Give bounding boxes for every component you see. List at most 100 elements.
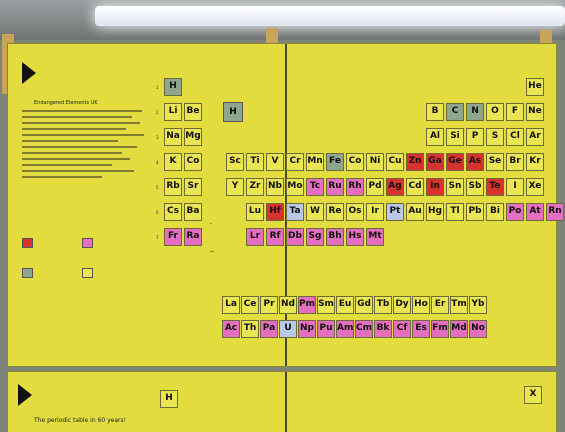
element-cl: Cl xyxy=(506,128,524,146)
period-number: 5 xyxy=(156,185,159,190)
element-sr: Sr xyxy=(184,178,202,196)
element-na: Na xyxy=(164,128,182,146)
actinide-cm: Cm xyxy=(355,320,373,338)
element-mo: Mo xyxy=(286,178,304,196)
element-sc: Sc xyxy=(226,153,244,171)
element-i: I xyxy=(506,178,524,196)
lower-poster xyxy=(8,372,556,432)
element-sb: Sb xyxy=(466,178,484,196)
lanthanide-sm: Sm xyxy=(317,296,335,314)
lanthanide-dy: Dy xyxy=(393,296,411,314)
element-c: C xyxy=(446,103,464,121)
element-te: Te xyxy=(486,178,504,196)
element-ni: Ni xyxy=(366,153,384,171)
element-pd: Pd xyxy=(366,178,384,196)
actinide-u: U xyxy=(279,320,297,338)
lanthanide-pr: Pr xyxy=(260,296,278,314)
element-in: In xyxy=(426,178,444,196)
element-pt: Pt xyxy=(386,203,404,221)
lanthanide-gd: Gd xyxy=(355,296,373,314)
element-ne: Ne xyxy=(526,103,544,121)
actinide-bk: Bk xyxy=(374,320,392,338)
element-cd: Cd xyxy=(406,178,424,196)
element-he: He xyxy=(526,78,544,96)
element-al: Al xyxy=(426,128,444,146)
lanthanide-pm: Pm xyxy=(298,296,316,314)
element-si: Si xyxy=(446,128,464,146)
legend-plentiful xyxy=(82,268,93,278)
lanthanide-la: La xyxy=(222,296,240,314)
lower-poster-title: The periodic table in 60 years! xyxy=(34,417,126,424)
element-mt: Mt xyxy=(366,228,384,246)
element-ar: Ar xyxy=(526,128,544,146)
element-mg: Mg xyxy=(184,128,202,146)
lanthanide-nd: Nd xyxy=(279,296,297,314)
element-hs: Hs xyxy=(346,228,364,246)
period-number: 1 xyxy=(156,85,159,90)
actinide-pa: Pa xyxy=(260,320,278,338)
element-be: Be xyxy=(184,103,202,121)
element-bh: Bh xyxy=(326,228,344,246)
element-lr: Lr xyxy=(246,228,264,246)
element-n: N xyxy=(466,103,484,121)
element-sg: Sg xyxy=(306,228,324,246)
lanthanide-tm: Tm xyxy=(450,296,468,314)
element-xe: Xe xyxy=(526,178,544,196)
element-w: W xyxy=(306,203,324,221)
element-tl: Tl xyxy=(446,203,464,221)
element-sn: Sn xyxy=(446,178,464,196)
lanthanide-yb: Yb xyxy=(469,296,487,314)
element-rh: Rh xyxy=(346,178,364,196)
period-number: 7 xyxy=(156,235,159,240)
element-s: S xyxy=(486,128,504,146)
period-number: 4 xyxy=(156,160,159,165)
element-p: P xyxy=(466,128,484,146)
element-lu: Lu xyxy=(246,203,264,221)
lanthanide-ce: Ce xyxy=(241,296,259,314)
element-co: Co xyxy=(184,153,202,171)
actinide-th: Th xyxy=(241,320,259,338)
lanthanide-ho: Ho xyxy=(412,296,430,314)
element-ti: Ti xyxy=(246,153,264,171)
element-fe: Fe xyxy=(326,153,344,171)
actinide-no: No xyxy=(469,320,487,338)
lower-hydrogen-box: H xyxy=(160,390,178,408)
element-li: Li xyxy=(164,103,182,121)
element-re: Re xyxy=(326,203,344,221)
lower-right-symbol-box: X xyxy=(524,386,542,404)
element-au: Au xyxy=(406,203,424,221)
actinide-am: Am xyxy=(336,320,354,338)
element-rb: Rb xyxy=(164,178,182,196)
legend-limited-availability xyxy=(22,268,33,278)
element-ga: Ga xyxy=(426,153,444,171)
element-v: V xyxy=(266,153,284,171)
lanthanide-tb: Tb xyxy=(374,296,392,314)
element-ra: Ra xyxy=(184,228,202,246)
element-h: H xyxy=(164,78,182,96)
element-ta: Ta xyxy=(286,203,304,221)
actinide-md: Md xyxy=(450,320,468,338)
lanthanide-marker: * xyxy=(210,222,212,227)
element-ag: Ag xyxy=(386,178,404,196)
element-hg: Hg xyxy=(426,203,444,221)
element-y: Y xyxy=(226,178,244,196)
ceiling-light xyxy=(95,6,565,26)
element-rf: Rf xyxy=(266,228,284,246)
intro-paragraph-lines xyxy=(22,110,148,182)
lanthanide-er: Er xyxy=(431,296,449,314)
element-nb: Nb xyxy=(266,178,284,196)
element-o: O xyxy=(486,103,504,121)
legend-serious-threat xyxy=(22,238,33,248)
lower-arrow-icon xyxy=(18,384,32,406)
actinide-es: Es xyxy=(412,320,430,338)
element-db: Db xyxy=(286,228,304,246)
actinide-fm: Fm xyxy=(431,320,449,338)
element-mn: Mn xyxy=(306,153,324,171)
element-zn: Zn xyxy=(406,153,424,171)
element-br: Br xyxy=(506,153,524,171)
element-as: As xyxy=(466,153,484,171)
actinide-ac: Ac xyxy=(222,320,240,338)
element-co: Co xyxy=(346,153,364,171)
actinide-np: Np xyxy=(298,320,316,338)
element-fr: Fr xyxy=(164,228,182,246)
